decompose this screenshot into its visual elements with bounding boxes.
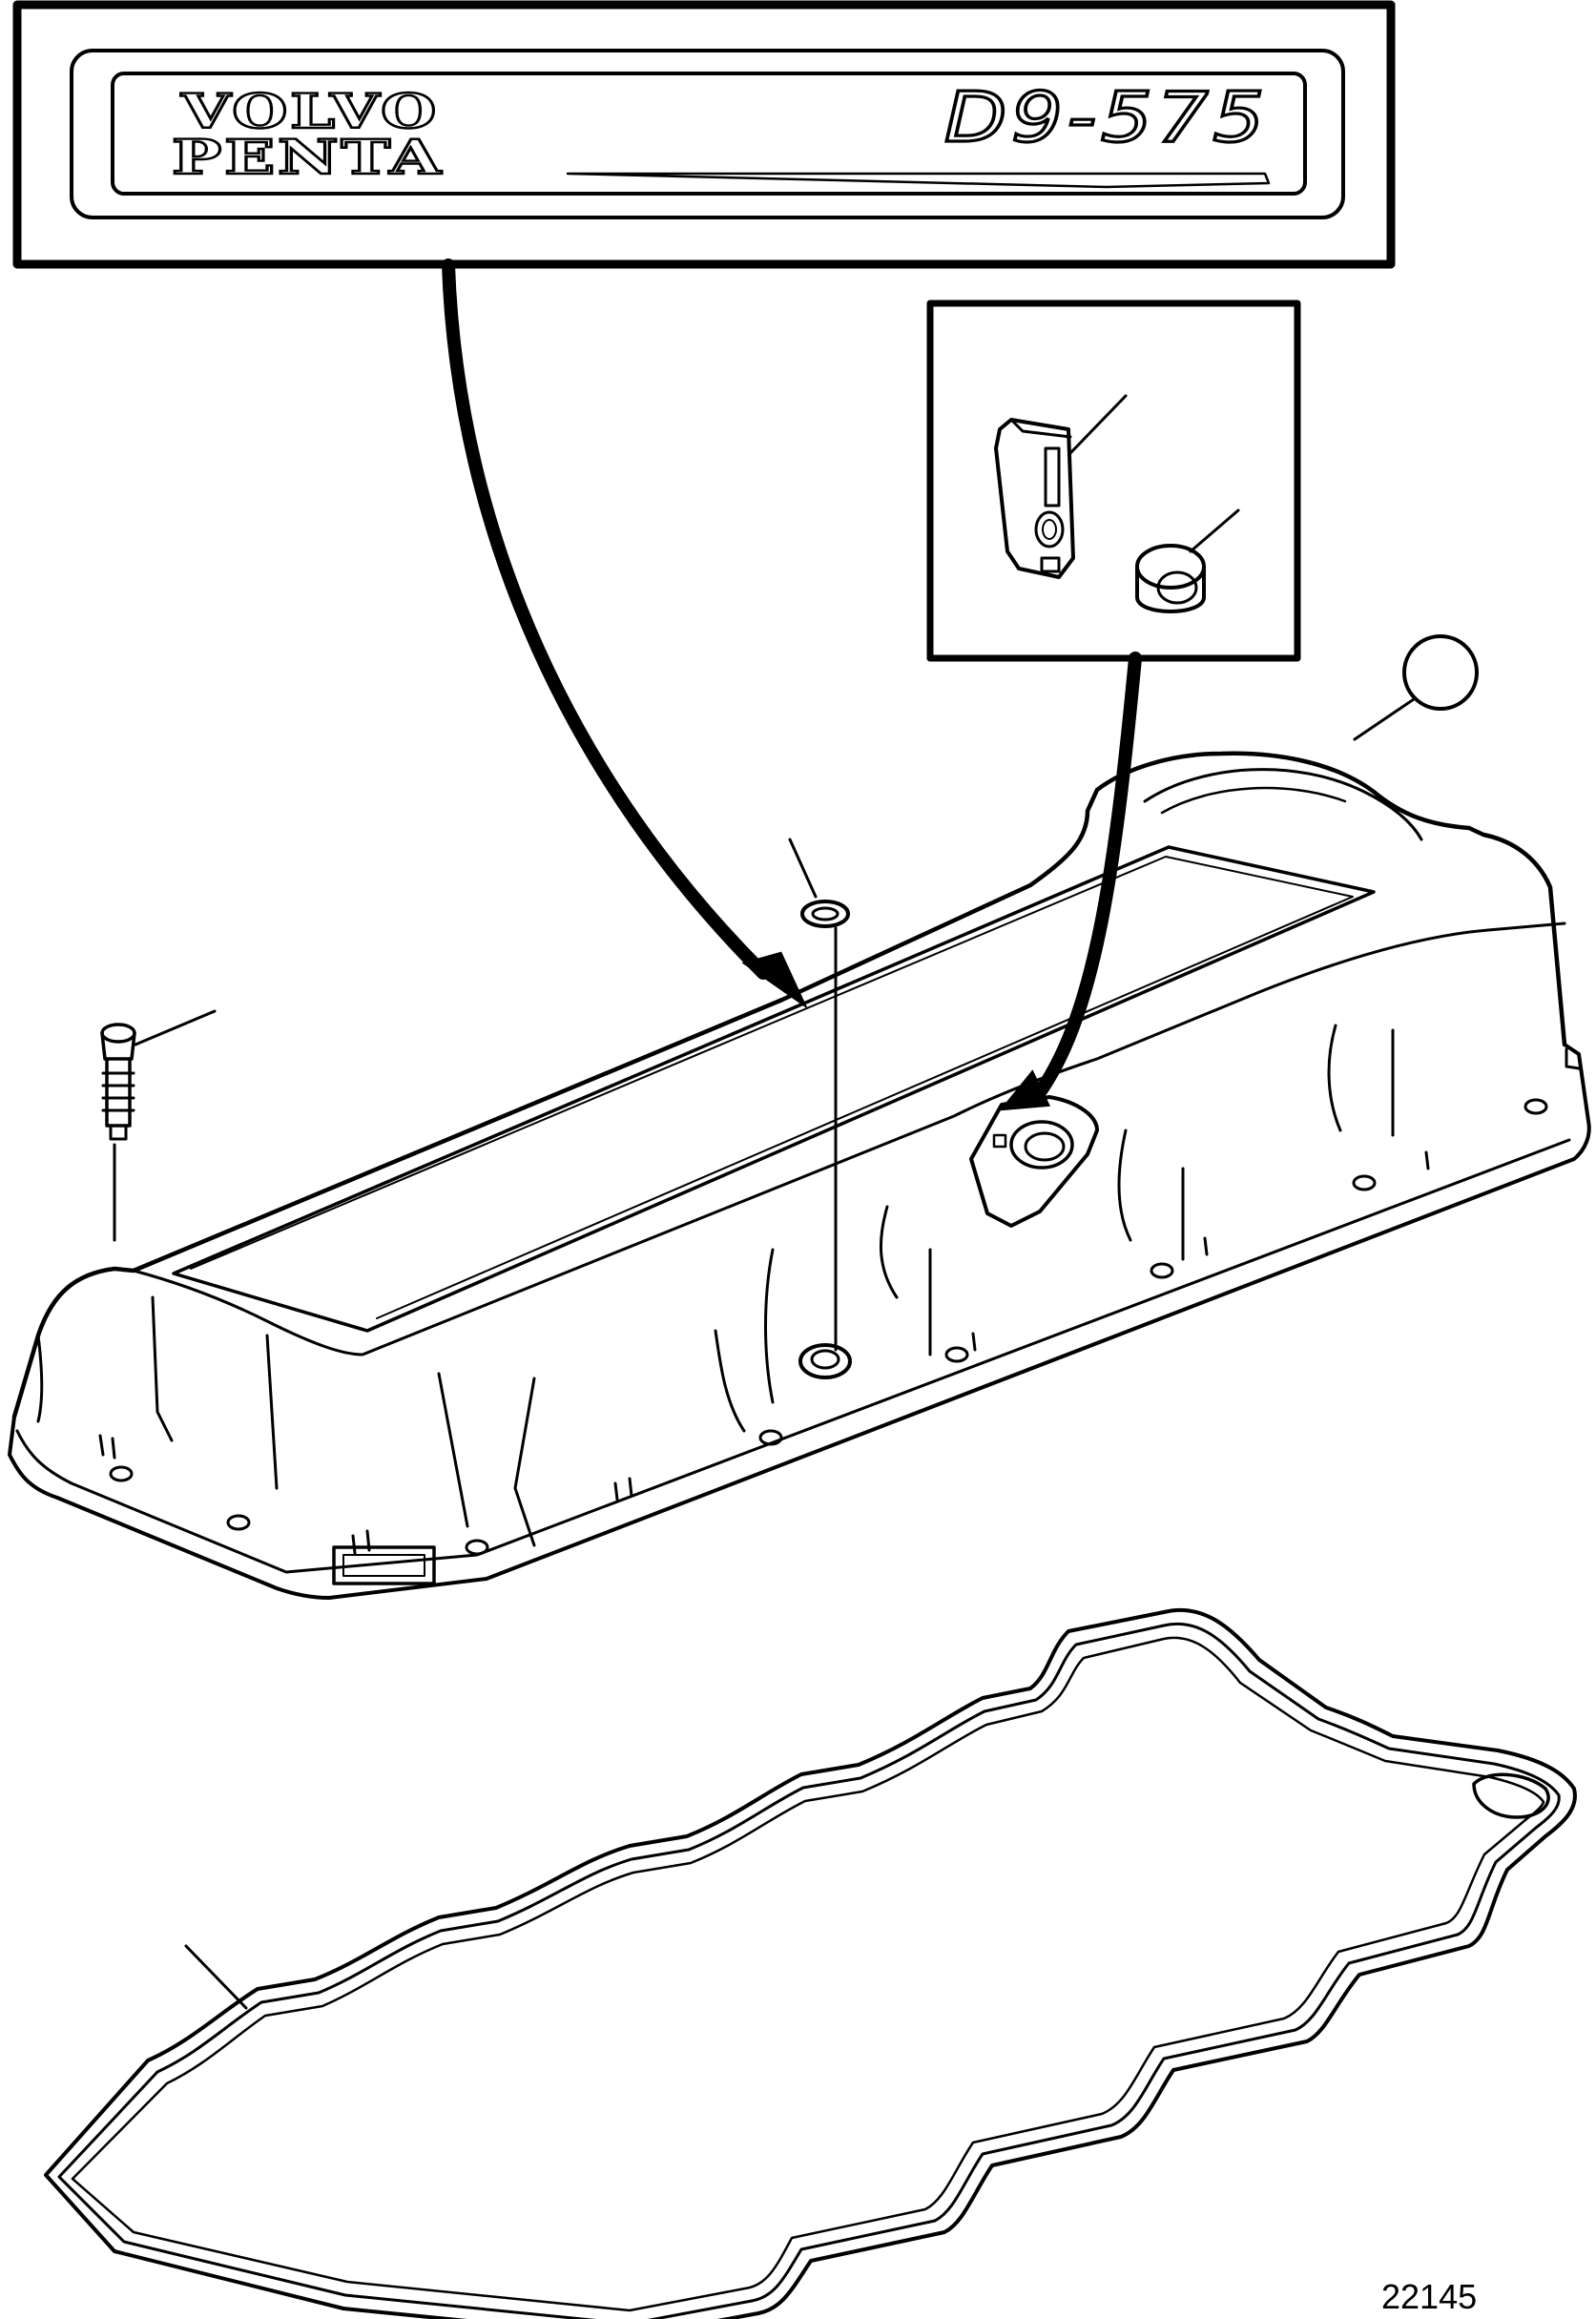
decal-brand-volvo: VOLVO [180,83,439,139]
leader-bracket [1068,394,1128,455]
leader-washer [788,838,818,899]
decal-location-arrow [442,259,808,1009]
leader-callout [1353,697,1416,741]
decal-model-designation: D9-575 [944,77,1269,157]
leader-bolt [134,1009,217,1046]
bushing-sleeve [1135,544,1206,613]
leader-gasket [184,1944,248,2010]
figure-number: 22145 [1381,2277,1477,2316]
valve-cover-gasket [44,1607,1577,2319]
callout-circle [1402,634,1479,711]
bracket-detail-frame [926,300,1301,662]
valve-cover [8,751,1591,1600]
breather-bracket [994,418,1075,579]
cover-bolt [100,1009,217,1242]
sealing-washer [788,838,850,1352]
bracket-location-arrow [999,652,1142,1111]
leader-bushing [1189,508,1240,553]
decal-detail-frame: VOLVO PENTA D9-575 [12,0,1396,269]
decal-brand-penta: PENTA [172,129,444,185]
decal-stripe [566,172,1271,189]
